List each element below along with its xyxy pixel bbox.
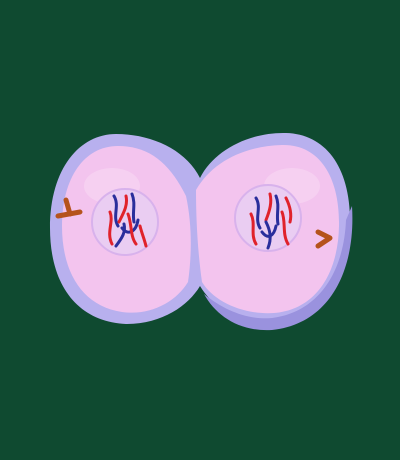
left-chromosomes (108, 192, 148, 248)
chromosome-icon (117, 194, 128, 224)
chromosome-icon (138, 224, 148, 248)
chromosome-icon (114, 222, 126, 248)
centrosome-icon (55, 197, 83, 219)
chromosome-icon (249, 212, 258, 246)
chromosome-icon (108, 210, 114, 246)
right-chromosomes (249, 192, 293, 250)
right-centrosome (315, 229, 333, 249)
chromosome-icon (280, 210, 290, 246)
chromosome-icon (274, 194, 280, 226)
left-nuclear-envelope (91, 188, 159, 256)
chromosome-icon (130, 192, 136, 224)
centrosome-icon (315, 229, 333, 249)
left-centrosome (55, 197, 83, 219)
chromosome-icon (254, 196, 262, 230)
membrane-shadow (204, 206, 353, 331)
left-nucleus (91, 188, 159, 256)
chromosome-icon (126, 212, 138, 246)
right-nucleus (234, 184, 302, 252)
chromosome-icon (264, 192, 273, 222)
chromosome-icon (264, 220, 272, 250)
chromosome-icon (284, 196, 293, 224)
chromosome-icon (112, 194, 120, 228)
